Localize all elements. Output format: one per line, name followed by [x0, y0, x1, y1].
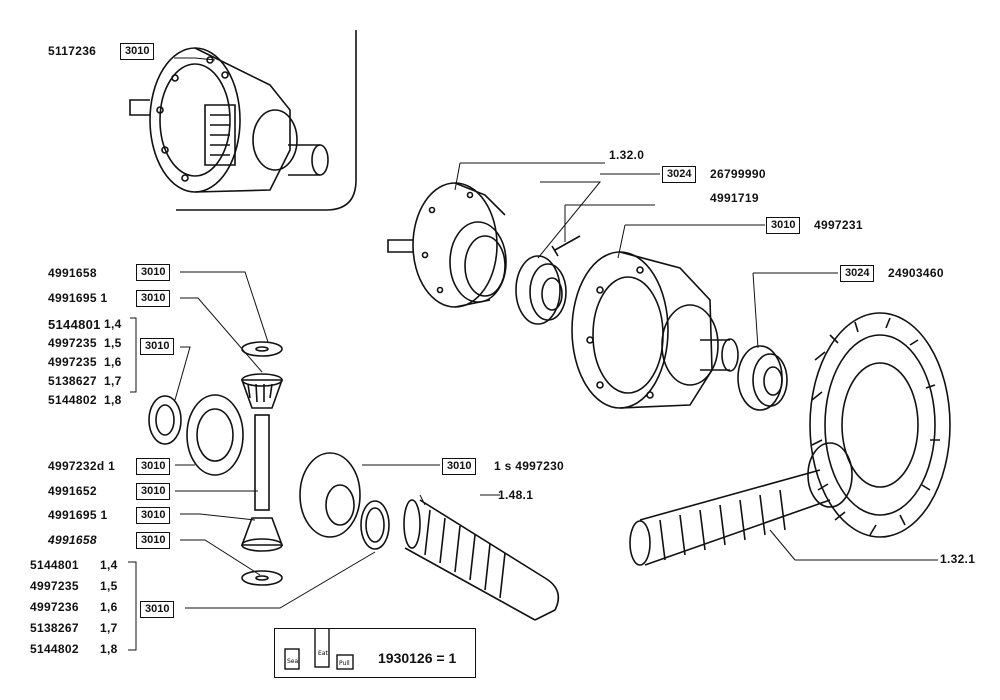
leader-line: [419, 494, 500, 506]
pin-drawing: [551, 235, 581, 257]
shim-part: 5144801: [30, 558, 79, 572]
leader-line: [180, 539, 261, 576]
code-box: 3010: [136, 290, 171, 307]
leader-line: [564, 204, 655, 242]
diff-case-drawing: [571, 251, 739, 409]
shim-size: 1,6: [104, 355, 122, 369]
code-box: 3010: [136, 264, 171, 281]
bearing2-drawing: [737, 345, 788, 411]
leader-line: [180, 271, 269, 343]
sealant-kit-box: Seal Eat Pull: [274, 626, 476, 678]
shim-part: 5138267: [30, 621, 79, 635]
leader-line: [454, 162, 605, 191]
shim-size: 1,5: [104, 336, 122, 350]
code-box: 3024: [662, 166, 697, 183]
shim-size: 1,8: [100, 642, 118, 656]
pinion-shaft-drawing: [629, 442, 853, 566]
code-box: 3010: [140, 601, 175, 618]
shim-size: 1,7: [100, 621, 118, 635]
gear-set-label: 1 s 4997230: [494, 459, 565, 473]
shim-part: 5138627: [48, 374, 97, 388]
bracket: [128, 561, 137, 651]
part-number: 5117236: [48, 44, 97, 58]
leader-line: [174, 346, 191, 401]
shim-size: 1,6: [100, 600, 118, 614]
part-number: 4991658: [48, 266, 97, 280]
code-box: 3010: [136, 483, 171, 500]
kit-box-icon: [336, 654, 354, 670]
kit-tag: Eat: [318, 650, 328, 657]
ring-gear-drawing: [809, 312, 951, 538]
shim-part: 4997236: [30, 600, 79, 614]
kit-tag: Pull: [339, 660, 350, 667]
part-number: 4991695 1: [48, 291, 108, 305]
shim-size: 1,7: [104, 374, 122, 388]
kit-part-number: 1930126 = 1: [378, 650, 457, 666]
part-number: 4991695 1: [48, 508, 108, 522]
shim-size: 1,8: [104, 393, 122, 407]
part-number: 4997232d 1: [48, 459, 116, 473]
shim-part: 4997235: [48, 355, 97, 369]
shim-part: 4997235: [48, 336, 97, 350]
exploded-stack-drawing: [148, 341, 390, 586]
shim-size: 1,4: [104, 317, 122, 331]
shim-size: 1,4: [100, 558, 118, 572]
kit-icons: Seal Eat Pull: [284, 626, 354, 670]
leader-line: [537, 173, 660, 259]
code-box: 3010: [136, 458, 171, 475]
leader-line: [752, 272, 838, 349]
shim-part: 4997235: [30, 579, 79, 593]
code-box: 3010: [766, 217, 801, 234]
leader-line: [180, 297, 263, 373]
side-shaft-drawing: [403, 499, 560, 621]
code-box: 3010: [120, 43, 155, 60]
shim-part: 5144802: [48, 393, 97, 407]
leader-line: [769, 529, 938, 561]
ref-label: 1.48.1: [498, 488, 534, 502]
ref-label: 1.32.0: [609, 148, 645, 162]
part-number: 26799990: [710, 167, 766, 181]
part-number: 4991652: [48, 484, 97, 498]
kit-can-icon: [284, 648, 300, 670]
part-number: 4997231: [814, 218, 863, 232]
code-box: 3010: [136, 532, 171, 549]
leader-line: [617, 224, 765, 259]
bracket: [130, 317, 137, 393]
shim-part: 5144801: [48, 317, 101, 332]
code-box: 3010: [140, 338, 175, 355]
part-number: 4991658: [48, 533, 97, 547]
kit-tag: Seal: [287, 658, 300, 665]
kit-tube-icon: [314, 626, 330, 668]
inset-frame: [176, 30, 357, 211]
part-number: 4991719: [710, 191, 759, 205]
bearing-drawing: [515, 255, 567, 325]
shim-part: 5144802: [30, 642, 79, 656]
ref-label: 1.32.1: [940, 552, 976, 566]
code-box: 3010: [442, 458, 477, 475]
code-box: 3010: [136, 507, 171, 524]
leader-line: [174, 57, 216, 61]
differential-assembly-drawing: [129, 47, 329, 193]
part-number: 24903460: [888, 266, 944, 280]
leader-line: [185, 551, 376, 609]
leader-line: [180, 513, 256, 521]
code-box: 3024: [840, 265, 875, 282]
flange-drawing: [387, 182, 507, 308]
shim-size: 1,5: [100, 579, 118, 593]
